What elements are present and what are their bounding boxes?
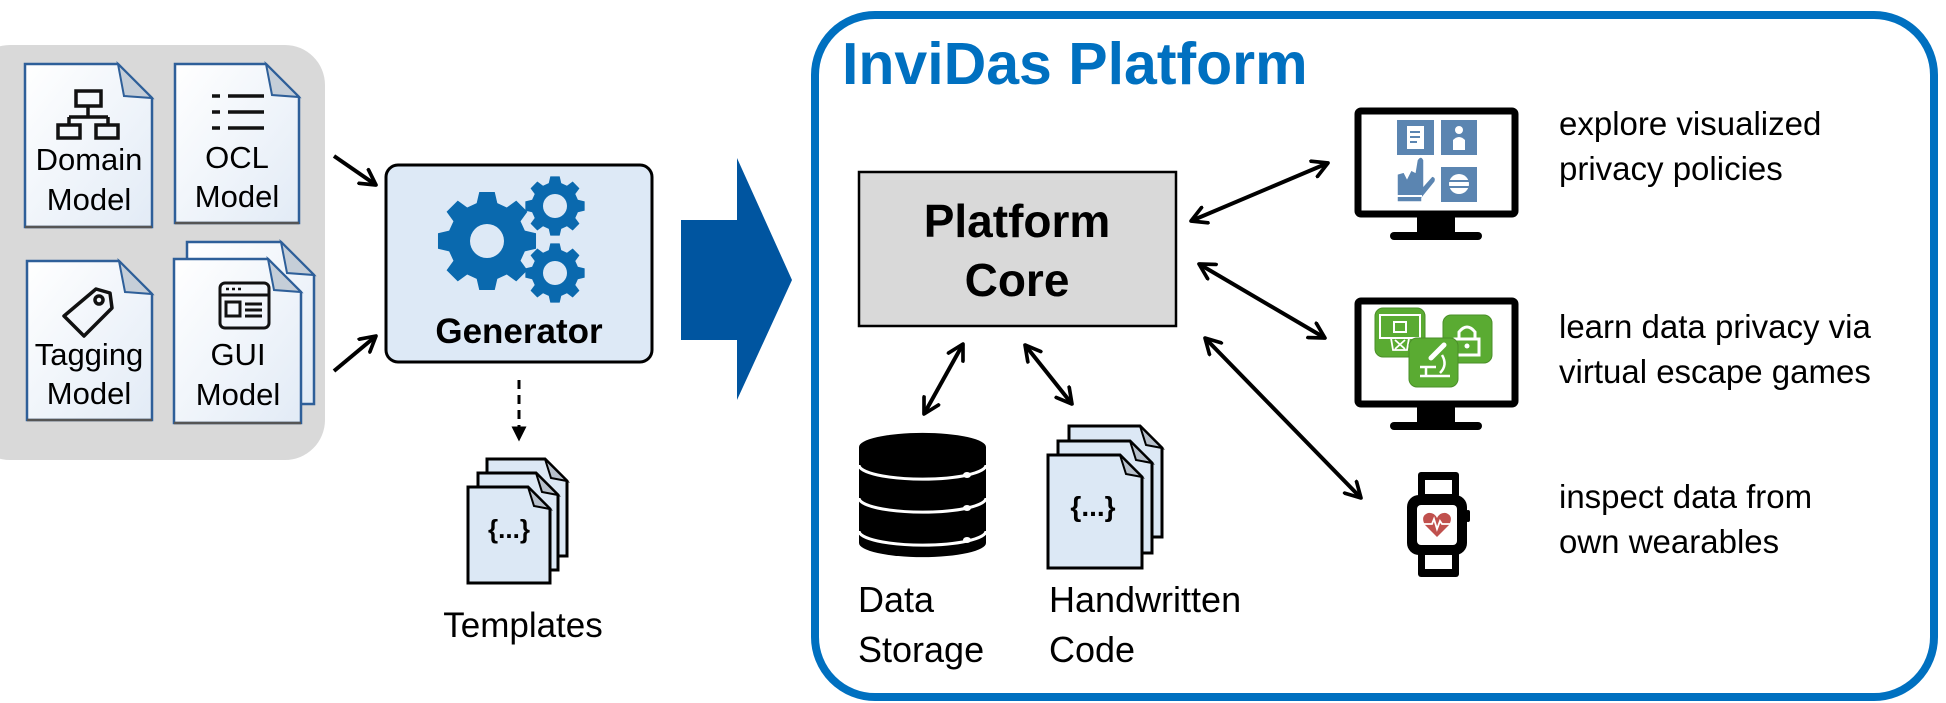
monitor-privacy-policy-icon[interactable]	[1354, 107, 1519, 240]
feature-1-line1: explore visualized	[1559, 105, 1821, 142]
gears-icon	[437, 176, 585, 303]
gui-model-label-line1: GUI	[210, 337, 265, 372]
templates-documents[interactable]: {...}	[466, 457, 570, 585]
arrow-core-escape-games	[1199, 264, 1325, 338]
code-label-line2: Code	[1049, 629, 1135, 670]
feature-3-line1: inspect data from	[1559, 478, 1812, 515]
smartwatch-heart-icon[interactable]	[1407, 472, 1470, 577]
storage-label-line2: Storage	[858, 629, 984, 670]
generate-platform-arrow	[681, 158, 792, 400]
database-icon[interactable]	[857, 432, 988, 558]
hierarchy-icon	[56, 89, 120, 140]
tagging-model-document[interactable]: Tagging Model	[25, 257, 155, 422]
list-icon	[212, 94, 264, 130]
tagging-model-label-line2: Model	[47, 376, 131, 411]
domain-model-document[interactable]: Domain Model	[23, 61, 155, 229]
platform-core-label-line2: Core	[965, 254, 1070, 306]
domain-model-label-line1: Domain	[36, 142, 143, 177]
templates-label: Templates	[443, 606, 603, 645]
window-layout-icon	[218, 281, 271, 330]
feature-2-line1: learn data privacy via	[1559, 308, 1871, 345]
feature-2-line2: virtual escape games	[1559, 353, 1871, 390]
gui-model-label-line2: Model	[196, 377, 280, 412]
gui-model-document[interactable]: GUI Model	[172, 238, 317, 425]
ocl-model-document[interactable]: OCL Model	[173, 60, 302, 225]
platform-core-label-line1: Platform	[924, 195, 1111, 247]
arrow-models-to-generator-top	[332, 154, 376, 185]
invidas-platform-container	[811, 11, 1938, 701]
generator-box[interactable]: Generator	[384, 163, 654, 364]
arrow-core-code	[1025, 345, 1072, 404]
storage-label-line1: Data	[858, 579, 935, 620]
platform-core-box[interactable]: Platform Core	[857, 170, 1178, 328]
feature-1-line2: privacy policies	[1559, 150, 1783, 187]
code-label-line1: Handwritten	[1049, 579, 1241, 620]
generator-label: Generator	[435, 312, 603, 351]
arrow-models-to-generator-bottom	[332, 336, 376, 373]
ocl-model-label-line1: OCL	[205, 140, 269, 175]
ocl-model-label-line2: Model	[195, 179, 279, 214]
templates-code-glyph: {...}	[488, 514, 530, 544]
monitor-escape-game-icon[interactable]	[1354, 297, 1519, 430]
handwritten-code-documents[interactable]: {...}	[1046, 424, 1165, 570]
arrow-core-privacy-policies	[1191, 163, 1328, 221]
arrow-core-wearables	[1205, 338, 1361, 498]
arrow-core-storage	[924, 344, 963, 414]
code-glyph: {...}	[1070, 491, 1115, 522]
domain-model-label-line2: Model	[47, 182, 131, 217]
tag-icon	[62, 287, 114, 338]
feature-3-line2: own wearables	[1559, 523, 1779, 560]
platform-title: InviDas Platform	[842, 31, 1308, 97]
tagging-model-label-line1: Tagging	[35, 337, 144, 372]
